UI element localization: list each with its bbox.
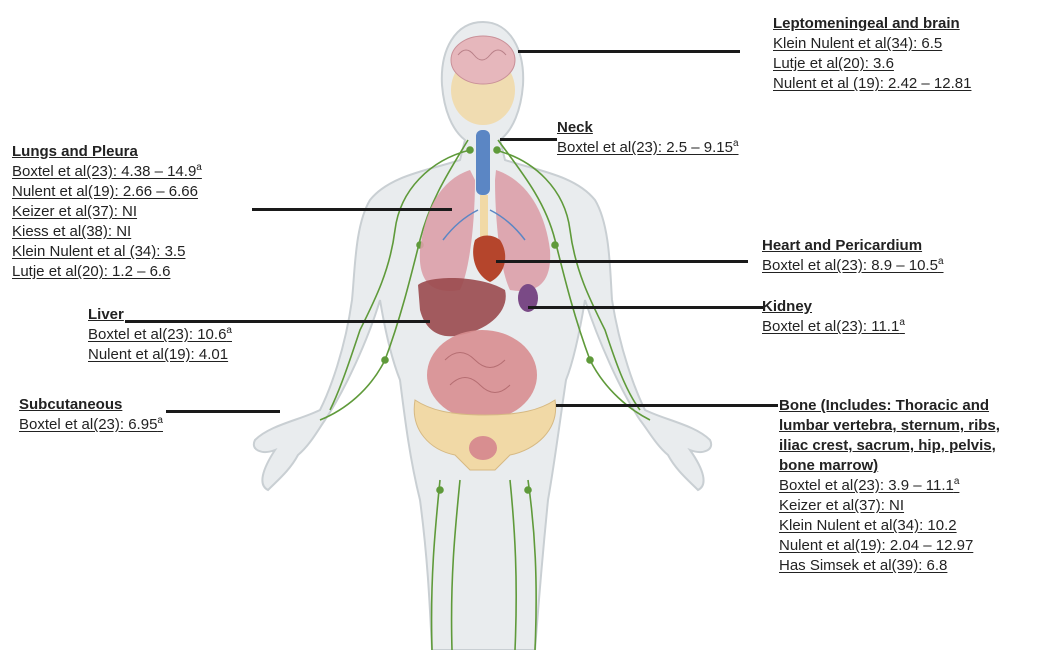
brain-title: Leptomeningeal and brain: [773, 14, 971, 34]
lungs-entry: Lutje et al(20): 1.2 – 6.6: [12, 262, 202, 282]
lungs-entry: Keizer et al(37): NI: [12, 202, 202, 222]
label-bone: Bone (Includes: Thoracic and lumbar vert…: [779, 396, 1000, 576]
kidney-title: Kidney: [762, 297, 905, 317]
bone-entry: Has Simsek et al(39): 6.8: [779, 556, 1000, 576]
bone-title-line: Bone (Includes: Thoracic and: [779, 396, 1000, 416]
bone-entry: Klein Nulent et al(34): 10.2: [779, 516, 1000, 536]
kidney-entry: Boxtel et al(23): 11.1a: [762, 317, 905, 337]
brain-entry: Lutje et al(20): 3.6: [773, 54, 971, 74]
lungs-title: Lungs and Pleura: [12, 142, 202, 162]
leader-kidney: [528, 306, 764, 309]
bone-entry: Nulent et al(19): 2.04 – 12.97: [779, 536, 1000, 556]
bone-entry: Keizer et al(37): NI: [779, 496, 1000, 516]
brain-entry: Nulent et al (19): 2.42 – 12.81: [773, 74, 971, 94]
label-subcutaneous: Subcutaneous Boxtel et al(23): 6.95a: [19, 395, 163, 435]
label-lungs: Lungs and Pleura Boxtel et al(23): 4.38 …: [12, 142, 202, 282]
liver-entry: Nulent et al(19): 4.01: [88, 345, 232, 365]
lungs-entry: Nulent et al(19): 2.66 – 6.66: [12, 182, 202, 202]
leader-brain: [518, 50, 740, 53]
leader-subcutaneous: [166, 410, 280, 413]
subcutaneous-entry: Boxtel et al(23): 6.95a: [19, 415, 163, 435]
brain-entry: Klein Nulent et al(34): 6.5: [773, 34, 971, 54]
label-heart: Heart and Pericardium Boxtel et al(23): …: [762, 236, 944, 276]
bone-title-line: iliac crest, sacrum, hip, pelvis,: [779, 436, 1000, 456]
bone-title-line: bone marrow): [779, 456, 1000, 476]
heart-entry: Boxtel et al(23): 8.9 – 10.5a: [762, 256, 944, 276]
neck-title: Neck: [557, 118, 739, 138]
skull: [451, 36, 515, 125]
intestines: [427, 330, 537, 420]
bone-title-line: lumbar vertebra, sternum, ribs,: [779, 416, 1000, 436]
lungs-entry: Kiess et al(38): NI: [12, 222, 202, 242]
heart-title: Heart and Pericardium: [762, 236, 944, 256]
liver-title: Liver: [88, 305, 232, 325]
label-neck: Neck Boxtel et al(23): 2.5 – 9.15a: [557, 118, 739, 158]
liver-entry: Boxtel et al(23): 10.6a: [88, 325, 232, 345]
label-brain: Leptomeningeal and brain Klein Nulent et…: [773, 14, 971, 94]
neck-entry: Boxtel et al(23): 2.5 – 9.15a: [557, 138, 739, 158]
leader-heart: [496, 260, 748, 263]
leader-neck: [500, 138, 557, 141]
label-liver: Liver Boxtel et al(23): 10.6a Nulent et …: [88, 305, 232, 365]
label-kidney: Kidney Boxtel et al(23): 11.1a: [762, 297, 905, 337]
leader-lungs: [252, 208, 452, 211]
leader-bone: [556, 404, 778, 407]
lungs-entry: Boxtel et al(23): 4.38 – 14.9a: [12, 162, 202, 182]
lungs-entry: Klein Nulent et al (34): 3.5: [12, 242, 202, 262]
subcutaneous-title: Subcutaneous: [19, 395, 163, 415]
bone-entry: Boxtel et al(23): 3.9 – 11.1a: [779, 476, 1000, 496]
